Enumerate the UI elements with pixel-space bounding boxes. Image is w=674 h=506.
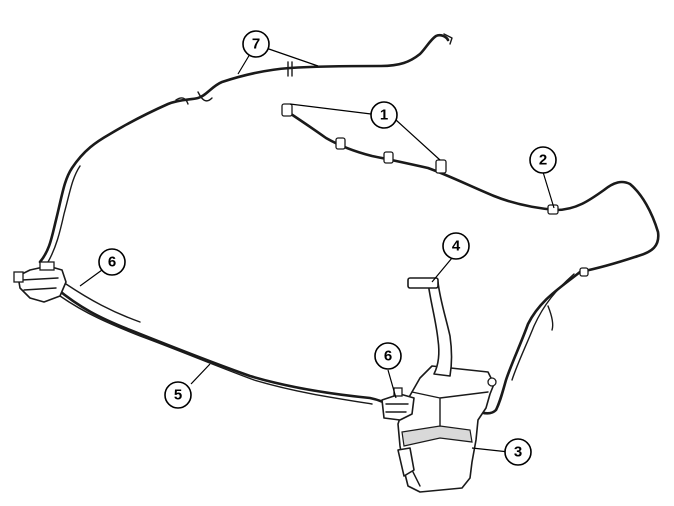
callout-5-label: 5 <box>174 387 182 404</box>
callout-6-right: 6 <box>374 342 402 370</box>
hose-7-break <box>287 61 293 77</box>
pump-connector <box>381 387 415 421</box>
nozzle-clips <box>281 103 589 277</box>
callout-1: 1 <box>370 101 398 129</box>
callout-7-label: 7 <box>252 36 260 53</box>
callout-6-left-label: 6 <box>108 254 116 271</box>
hose-5-third <box>65 283 141 323</box>
callout-3-label: 3 <box>514 444 522 461</box>
hose-2-sheath-inner <box>547 305 554 331</box>
callout-6-left: 6 <box>98 248 126 276</box>
callout-1-label: 1 <box>380 107 388 124</box>
hose-7-sheath <box>47 165 81 263</box>
left-connector <box>13 261 67 303</box>
callout-4-label: 4 <box>452 238 461 255</box>
callout-2-label: 2 <box>539 152 547 169</box>
callout-7: 7 <box>242 30 270 58</box>
hose-1 <box>286 110 660 274</box>
hose-2 <box>478 270 582 415</box>
callout-4: 4 <box>442 232 470 260</box>
filler-neck <box>407 277 453 377</box>
reservoir-tank <box>397 365 497 493</box>
leader-lines <box>79 47 555 454</box>
hose-7-end <box>443 33 453 45</box>
hose-7-grommet <box>175 91 213 105</box>
hose-5 <box>54 286 398 410</box>
hose-7 <box>38 33 450 264</box>
hose-2-sheath <box>511 273 575 381</box>
callout-2: 2 <box>529 146 557 174</box>
callout-6-right-label: 6 <box>384 348 392 365</box>
callout-5: 5 <box>164 381 192 409</box>
callout-3: 3 <box>504 438 532 466</box>
hose-5-second <box>59 295 373 405</box>
